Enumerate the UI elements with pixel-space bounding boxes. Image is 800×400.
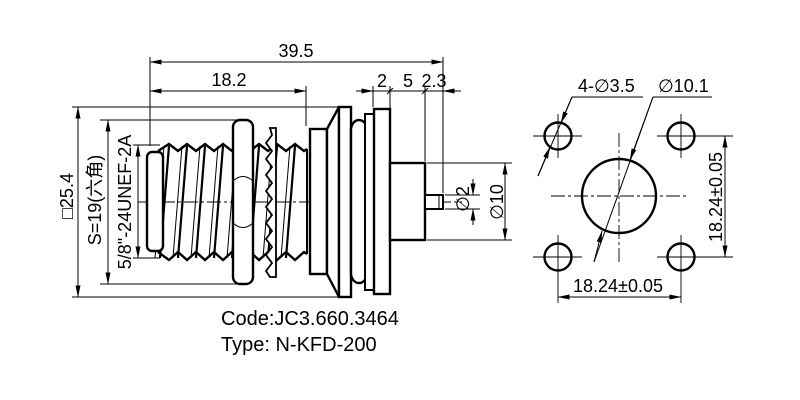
leader-lines [537, 96, 712, 263]
mounting-hole-top-left [543, 121, 573, 151]
overall-length-label: 39.5 [278, 41, 313, 61]
square-flange [337, 105, 353, 299]
thread-spec-label: 5/8"-24UNEF-2A [115, 135, 135, 269]
body-length-label: 5 [403, 71, 413, 91]
mounting-hole-bottom-left [543, 242, 573, 272]
mounting-hole-bottom-right [666, 242, 696, 272]
side-view: 39.5 18.2 2 5 2.3 □25.4 S=19(六角) 5/8"-24… [57, 41, 512, 299]
center-hole-label: ∅10.1 [658, 76, 709, 96]
front-view: 4-∅3.5 ∅10.1 18.24±0.05 18.24±0.05 [533, 76, 733, 303]
hex-nut [231, 118, 255, 286]
bulkhead-flange-stack [308, 105, 392, 299]
hole-spacing-horizontal-label: 18.24±0.05 [573, 276, 663, 296]
body-diameter-label: ∅10 [487, 184, 507, 220]
pin-length-label: 2.3 [421, 71, 446, 91]
part-code: Code:JC3.660.3464 [221, 308, 399, 330]
center-hole [580, 157, 658, 235]
thread-length-label: 18.2 [211, 70, 246, 90]
mounting-holes-label: 4-∅3.5 [578, 76, 635, 96]
centerlines [533, 114, 733, 303]
dimension-lines [75, 59, 508, 298]
title-block: Code:JC3.660.3464 Type: N-KFD-200 [221, 308, 399, 356]
flange-square-label: □25.4 [57, 173, 77, 219]
mounting-holes [543, 121, 696, 272]
front-mating-face [145, 150, 165, 253]
washer-stack-label: 2 [377, 71, 387, 91]
rear-body-cylinder [388, 161, 427, 242]
shank-section [308, 127, 329, 276]
lock-washer [264, 127, 277, 278]
dimension-lines [557, 135, 728, 300]
mounting-plate [372, 107, 392, 296]
extension-lines [72, 57, 512, 298]
hole-spacing-vertical-label: 18.24±0.05 [706, 152, 726, 242]
flange-chamfer [325, 106, 341, 298]
hex-size-label: S=19(六角) [85, 155, 105, 246]
pin-diameter-label: ∅2 [453, 186, 473, 212]
part-type: Type: N-KFD-200 [221, 334, 377, 356]
contact-pin [424, 194, 444, 210]
spacer-washer [364, 113, 375, 291]
mounting-hole-top-right [666, 121, 696, 151]
